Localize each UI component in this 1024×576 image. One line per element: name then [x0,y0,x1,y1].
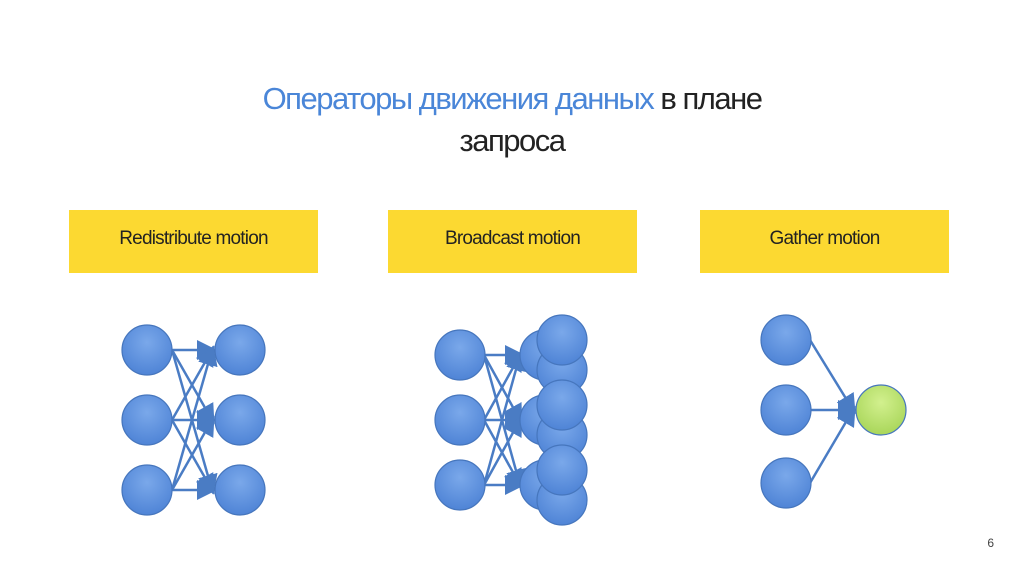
source-node [434,394,486,446]
gather-diagram [760,314,907,509]
source-node [121,324,173,376]
replica-node [536,314,588,366]
target-node [214,324,266,376]
arrow [482,350,526,486]
arrow [482,415,523,486]
source-node [434,329,486,381]
slide-title: Операторы движения данных в плане запрос… [0,78,1024,162]
label-gather: Gather motion [700,210,949,273]
title-line2: запроса [459,123,566,158]
title-highlight: Операторы движения данных [262,81,655,116]
replica-node [536,379,588,431]
arrow [170,345,218,491]
source-node [760,384,812,436]
source-node [121,464,173,516]
label-redistribute: Redistribute motion [69,210,318,273]
title-rest: в плане [653,81,763,116]
page-number: 6 [987,536,994,550]
arrow [808,339,856,415]
replica-node [536,444,588,496]
gather-target-node [855,384,907,436]
source-node [121,394,173,446]
label-broadcast: Broadcast motion [388,210,637,273]
source-node [760,457,812,509]
redistribute-diagram [121,324,266,516]
source-node [434,459,486,511]
target-node [214,464,266,516]
arrow [170,415,215,491]
arrow [808,405,856,484]
broadcast-diagram [434,314,588,526]
target-node [214,394,266,446]
source-node [760,314,812,366]
